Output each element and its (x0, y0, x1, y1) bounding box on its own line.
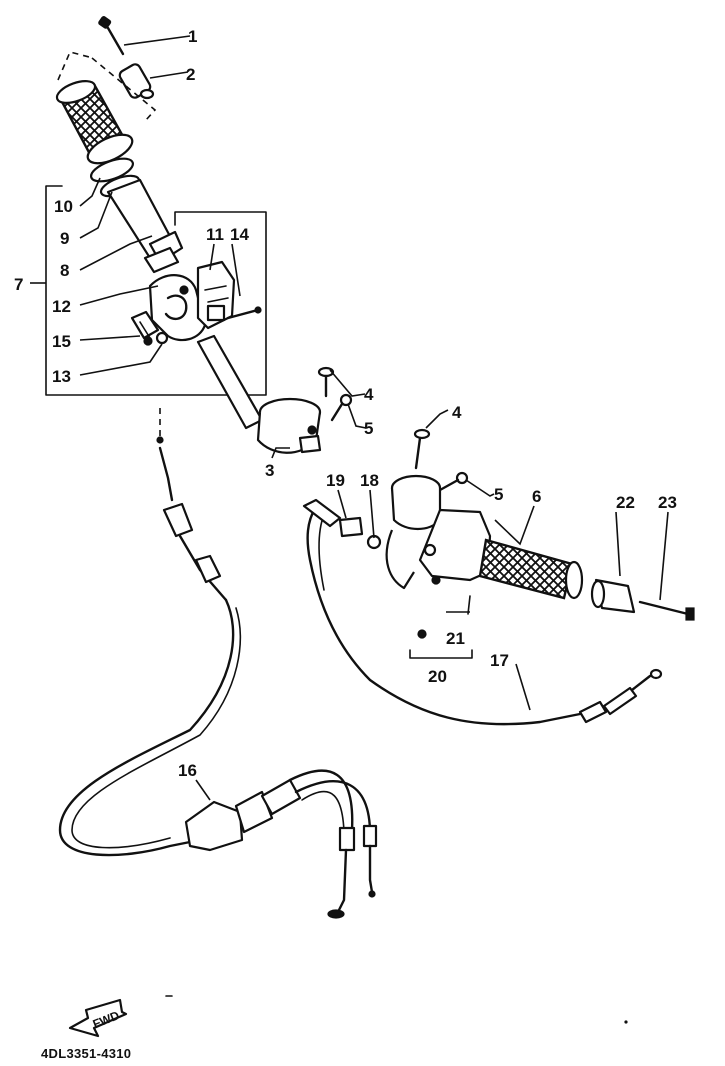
part-3-clamp (256, 397, 322, 454)
part-22-weight (590, 578, 636, 614)
part-4-bolt-left (317, 366, 335, 398)
part-16-throttle-cable (58, 408, 378, 919)
part-5-bolt-left (330, 393, 353, 422)
diagram-code: 4DL3351-4310 (41, 1046, 132, 1061)
callout-6: 6 (532, 487, 541, 506)
part-15-screws (130, 310, 160, 346)
part-19-locknut (338, 516, 364, 538)
callout-16: 16 (178, 761, 197, 780)
callout-22: 22 (616, 493, 635, 512)
part-5-bolt-right (438, 471, 469, 492)
callout-8: 8 (60, 261, 69, 280)
part-20-switch (417, 629, 427, 639)
group-7-bracket (45, 185, 267, 396)
clutch-lever-holder (385, 474, 492, 590)
fwd-arrow-icon: FWD (68, 998, 128, 1038)
leader-lines (79, 35, 669, 801)
callout-5-left: 5 (364, 419, 373, 438)
callout-12: 12 (52, 297, 71, 316)
part-14-screw (226, 306, 262, 320)
bracket-dash-right (91, 57, 157, 121)
callout-21: 21 (446, 629, 465, 648)
part-4-bolt-right (413, 428, 431, 470)
callout-15: 15 (52, 332, 71, 351)
bracket-dash-left (57, 51, 94, 81)
part-8-throttle-tube (106, 178, 184, 274)
callout-13: 13 (52, 367, 71, 386)
part-23-bolt (638, 600, 695, 621)
callout-7: 7 (14, 275, 23, 294)
callout-14: 14 (230, 225, 249, 244)
callout-1: 1 (188, 27, 197, 46)
part-11-switch-housing-upper (196, 260, 236, 330)
callout-2: 2 (186, 65, 195, 84)
part-21-screw (467, 595, 471, 615)
throttle-grip (55, 80, 134, 165)
group-20-bracket (409, 649, 473, 659)
part-13-screw (155, 331, 169, 345)
callout-19: 19 (326, 471, 345, 490)
callout-23: 23 (658, 493, 677, 512)
callout-10: 10 (54, 197, 73, 216)
callout-11: 11 (206, 225, 224, 244)
handlebar-left (196, 334, 264, 430)
part-6-grip (478, 538, 584, 600)
part-1-bolt (98, 16, 125, 56)
callout-3: 3 (265, 461, 274, 480)
callout-18: 18 (360, 471, 379, 490)
callout-9: 9 (60, 229, 69, 248)
callout-4-left: 4 (364, 385, 374, 404)
part-17-clutch-cable (302, 498, 663, 726)
callout-17: 17 (490, 651, 509, 670)
callout-5-right: 5 (494, 485, 503, 504)
callout-20: 20 (428, 667, 447, 686)
part-2-weight (118, 63, 155, 100)
callout-4-right: 4 (452, 403, 462, 422)
